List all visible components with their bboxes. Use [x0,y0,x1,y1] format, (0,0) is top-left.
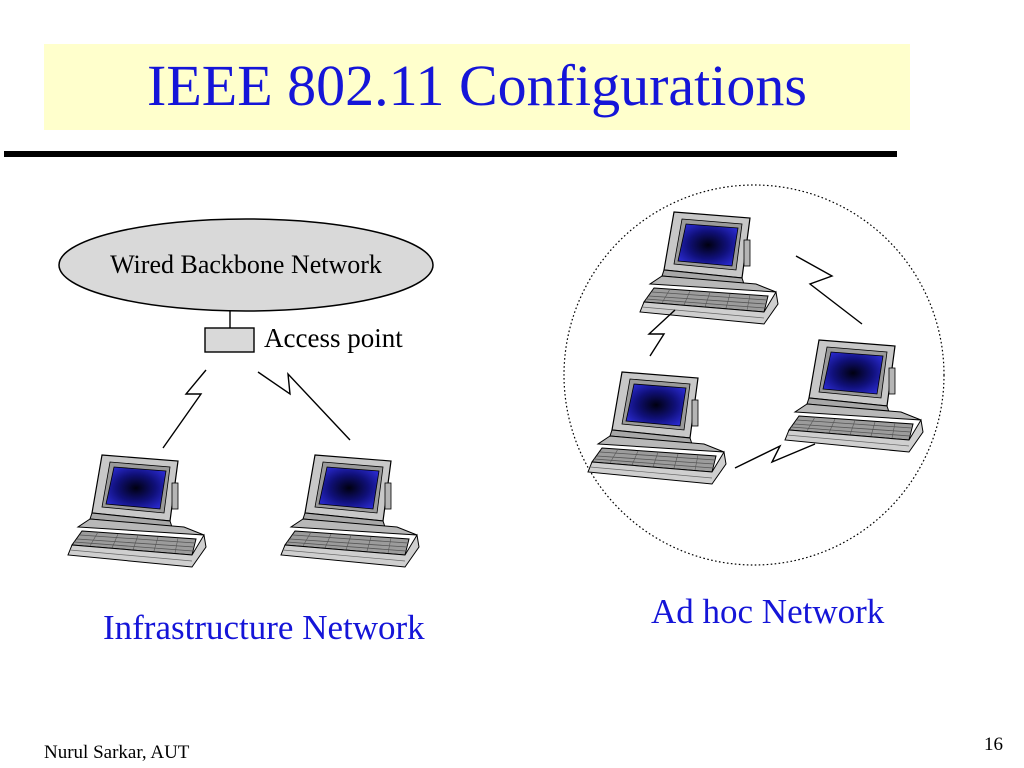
page-number: 16 [984,734,1003,755]
laptop-icon [639,211,779,325]
backbone-label: Wired Backbone Network [110,250,382,279]
access-point-label: Access point [264,323,403,353]
laptop-icon [280,454,420,568]
access-point-icon [204,327,255,353]
laptop-icon [67,454,207,568]
lightning-link-icon [162,369,207,449]
title-divider [4,151,897,157]
infrastructure-caption: Infrastructure Network [103,608,425,647]
lightning-link-icon [257,371,351,441]
adhoc-caption: Ad hoc Network [651,592,885,631]
footer-author: Nurul Sarkar, AUT [44,742,190,763]
laptop-icon [784,339,924,453]
lightning-link-icon [734,443,816,469]
title-banner: IEEE 802.11 Configurations [44,44,910,130]
lightning-link-icon [795,255,863,325]
lightning-link-icon [647,309,676,357]
slide-title: IEEE 802.11 Configurations [147,53,807,118]
adhoc-boundary-circle [563,184,945,566]
laptop-icon [587,371,727,485]
backbone-ellipse [58,218,434,312]
